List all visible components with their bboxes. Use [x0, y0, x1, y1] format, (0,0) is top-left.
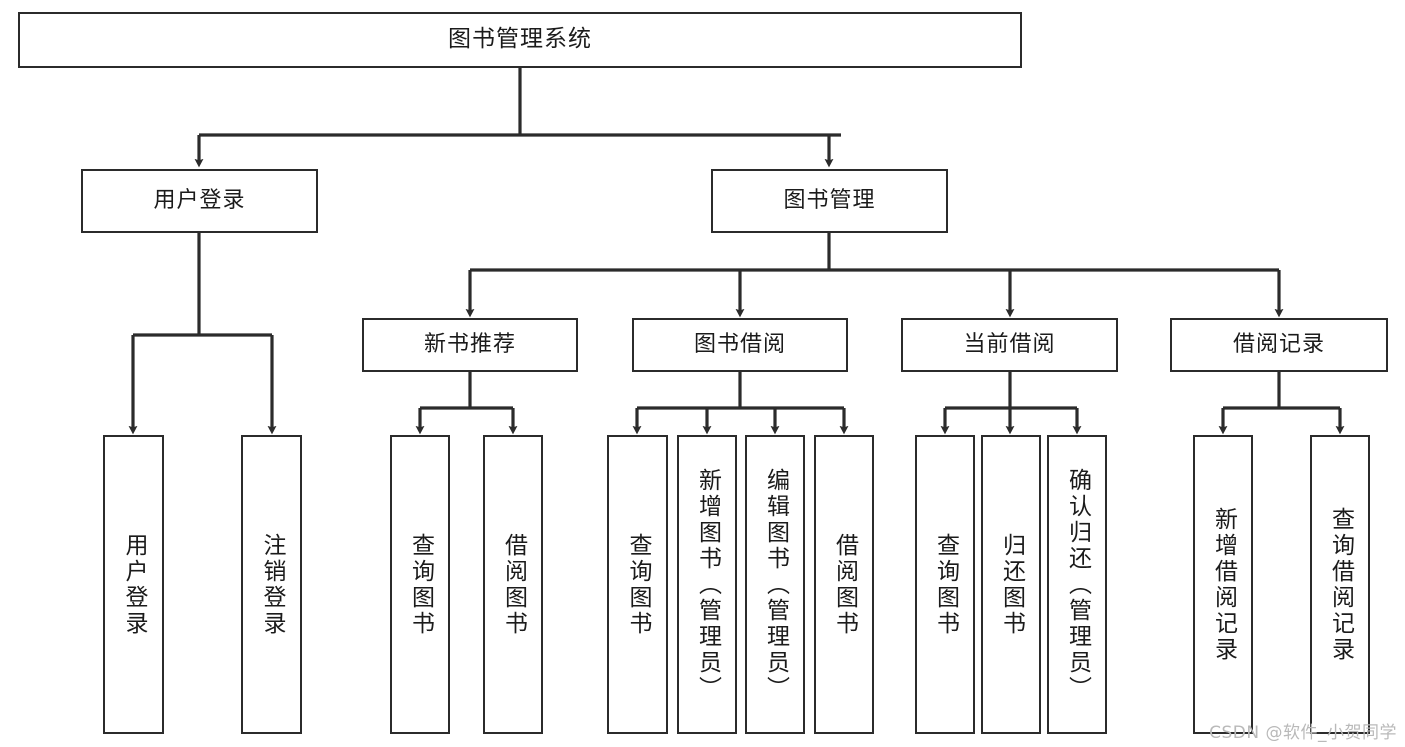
leaf-query-book-newbook[interactable]: 查询图书 [390, 435, 450, 734]
node-book-management-system[interactable]: 图书管理系统 [18, 12, 1022, 68]
node-label: 确认归还（管理员） [1064, 467, 1091, 702]
leaf-user-logout[interactable]: 注销登录 [241, 435, 302, 734]
node-label: 编辑图书（管理员） [762, 467, 789, 702]
csdn-watermark: CSDN @软件_小贺同学 [1209, 723, 1397, 743]
node-label: 图书管理系统 [448, 26, 592, 53]
node-book-management[interactable]: 图书管理 [711, 169, 948, 233]
node-label: 图书借阅 [693, 331, 786, 357]
leaf-query-borrow-record[interactable]: 查询借阅记录 [1310, 435, 1370, 734]
node-user-login[interactable]: 用户登录 [81, 169, 318, 233]
leaf-user-login[interactable]: 用户登录 [103, 435, 164, 734]
node-label: 借阅图书 [831, 532, 858, 637]
node-label: 查询图书 [407, 532, 434, 637]
node-label: 归还图书 [998, 532, 1025, 637]
node-book-borrowing[interactable]: 图书借阅 [632, 318, 848, 372]
node-label: 图书管理 [783, 187, 876, 213]
node-label: 当前借阅 [963, 331, 1056, 357]
leaf-add-borrow-record[interactable]: 新增借阅记录 [1193, 435, 1253, 734]
node-new-book-recommendation[interactable]: 新书推荐 [362, 318, 578, 372]
leaf-confirm-return-admin[interactable]: 确认归还（管理员） [1047, 435, 1107, 734]
node-label: 新增借阅记录 [1210, 506, 1237, 663]
node-label: 查询图书 [625, 532, 651, 637]
node-borrowing-record[interactable]: 借阅记录 [1170, 318, 1388, 372]
leaf-borrow-book-borrow[interactable]: 借阅图书 [814, 435, 874, 734]
leaf-add-book-admin[interactable]: 新增图书（管理员） [677, 435, 737, 734]
node-label: 查询借阅记录 [1327, 506, 1354, 663]
leaf-edit-book-admin[interactable]: 编辑图书（管理员） [745, 435, 805, 734]
node-label: 新书推荐 [423, 331, 516, 357]
leaf-return-book[interactable]: 归还图书 [981, 435, 1041, 734]
node-current-borrowing[interactable]: 当前借阅 [901, 318, 1118, 372]
node-label: 注销登录 [259, 532, 285, 637]
node-label: 用户登录 [153, 187, 246, 213]
leaf-borrow-book-newbook[interactable]: 借阅图书 [483, 435, 543, 734]
leaf-query-book-current[interactable]: 查询图书 [915, 435, 975, 734]
node-label: 查询图书 [932, 532, 959, 637]
node-label: 借阅图书 [500, 532, 527, 637]
leaf-query-book-borrow[interactable]: 查询图书 [607, 435, 668, 734]
node-label: 新增图书（管理员） [694, 467, 721, 702]
node-label: 用户登录 [121, 532, 147, 637]
node-label: 借阅记录 [1232, 331, 1325, 357]
